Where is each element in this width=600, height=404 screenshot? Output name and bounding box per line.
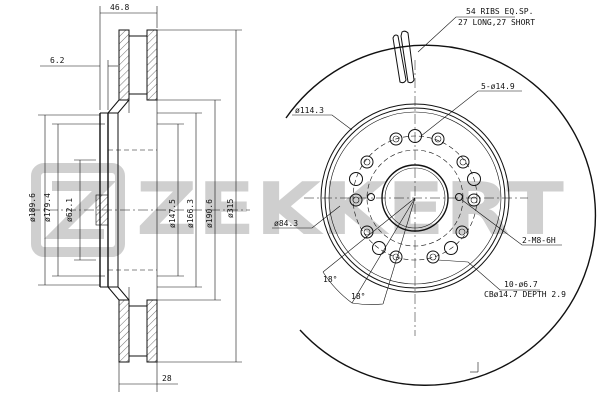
bolt-hole — [408, 129, 422, 143]
hat-outer-circle — [320, 103, 510, 293]
bottom-friction-ring — [107, 286, 158, 363]
dim-d189-6: ø189.6 — [28, 193, 37, 222]
label-ribs-line1: 54 RIBS EQ.SP. — [466, 7, 533, 16]
label-ribs-line2: 27 LONG,27 SHORT — [458, 18, 535, 27]
side-section-view: 46.8 6.2 ø189.6 ø179.4 ø62.1 ø147.5 ø166… — [28, 3, 250, 392]
label-angle-2: 18° — [351, 292, 365, 301]
top-friction-ring — [107, 29, 158, 114]
leader-lines — [272, 16, 562, 305]
side-dimension-lines — [38, 6, 242, 392]
label-pcd: ø114.3 — [295, 106, 324, 115]
bolt-holes — [349, 129, 481, 255]
dim-d190-6: ø190.6 — [205, 199, 214, 228]
bolt-circle — [352, 135, 478, 261]
dim-d166-3: ø166.3 — [186, 199, 195, 228]
bolt-hole — [372, 241, 386, 255]
hat-section — [95, 100, 158, 300]
label-angle-1: 18° — [323, 275, 337, 284]
dim-overall-thickness: 46.8 — [110, 3, 129, 12]
cooling-rib-slot — [392, 30, 415, 84]
zekkert-watermark: ZEKKERT — [31, 163, 564, 257]
label-bolt-holes: 5-ø14.9 — [481, 82, 515, 91]
dim-hat-offset: 6.2 — [50, 56, 65, 65]
front-view: 54 RIBS EQ.SP. 27 LONG,27 SHORT 5-ø14.9 … — [272, 7, 597, 386]
threaded-holes — [367, 193, 463, 201]
dim-d179-4: ø179.4 — [43, 193, 52, 222]
bolt-hole — [467, 172, 481, 186]
cb-hole — [360, 155, 374, 169]
counterbored-holes — [349, 132, 481, 264]
cb-hole — [456, 155, 470, 169]
cb-hole — [467, 193, 481, 207]
dim-disc-thickness: 28 — [162, 374, 172, 383]
cb-hole — [389, 132, 403, 146]
bolt-hole — [444, 241, 458, 255]
centre-bore — [381, 164, 449, 232]
cb-hole — [349, 193, 363, 207]
dim-d62-1: ø62.1 — [65, 198, 74, 222]
cb-hole — [426, 250, 440, 264]
dim-d315: ø315 — [226, 199, 235, 218]
label-threaded: 2-M8-6H — [522, 236, 556, 245]
label-holes-line2: CBø14.7 DEPTH 2.9 — [484, 290, 566, 299]
dim-d147-5: ø147.5 — [168, 199, 177, 228]
cb-hole — [455, 225, 469, 239]
label-holes-line1: 10-ø6.7 — [504, 280, 538, 289]
label-pilot: ø84.3 — [274, 219, 298, 228]
bolt-hole — [349, 172, 363, 186]
cb-hole — [431, 132, 445, 146]
